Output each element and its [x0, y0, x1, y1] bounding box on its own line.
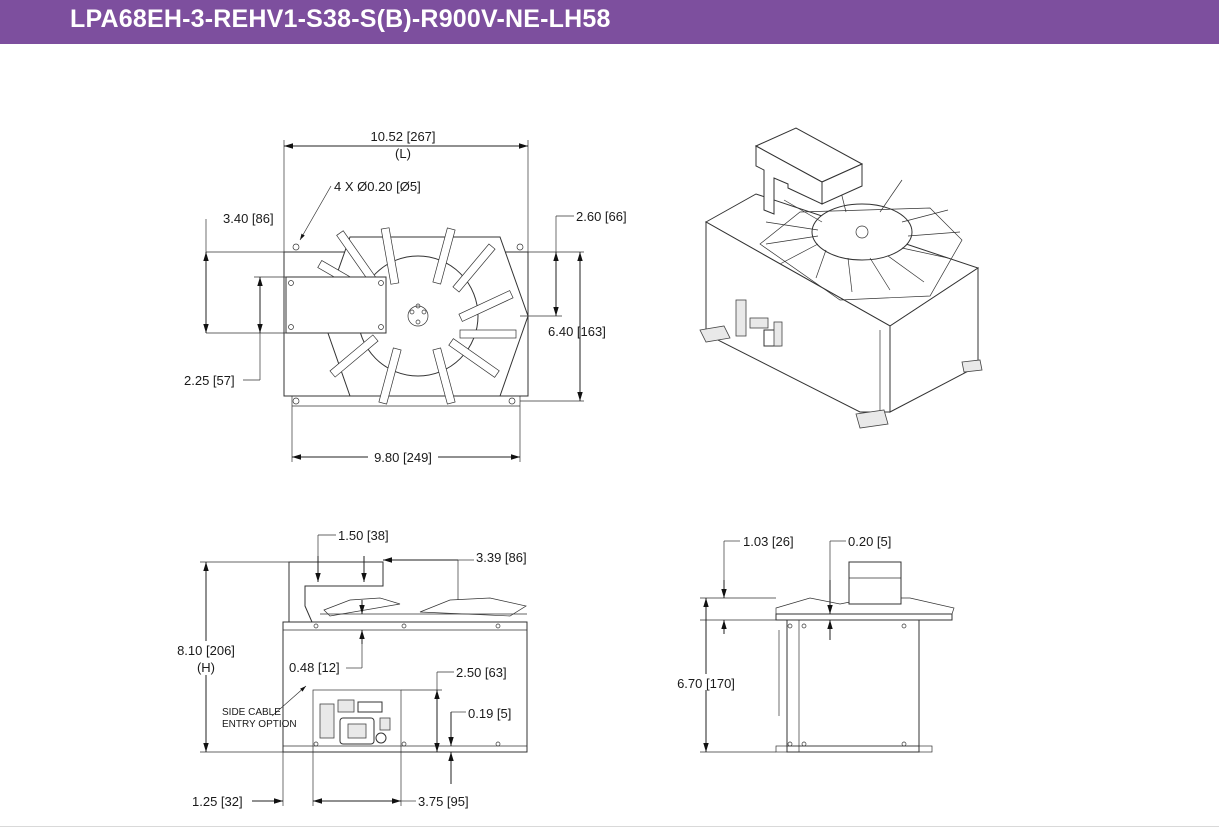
title-bar: LPA68EH-3-REHV1-S38-S(B)-R900V-NE-LH58 — [0, 0, 1219, 44]
side-cable-note-1: SIDE CABLE — [222, 707, 281, 718]
dim-plate: 0.20 [5] — [848, 534, 891, 549]
dim-height-tag: (H) — [197, 660, 215, 675]
dim-left-offset: 3.40 [86] — [223, 211, 274, 226]
dim-panel-width: 3.75 [95] — [418, 794, 469, 809]
side-cable-note-2: ENTRY OPTION — [222, 719, 297, 730]
dim-length-tag: (L) — [395, 146, 411, 161]
top-view: 10.52 [267] (L) 4 X Ø0.20 [Ø5] 3.40 [86]… — [184, 129, 627, 465]
side-view: 1.03 [26] 0.20 [5] 6.70 [170] — [672, 534, 955, 753]
side-view-body — [786, 619, 920, 753]
dim-panel-gap: 0.19 [5] — [468, 706, 511, 721]
dim-body-height: 6.70 [170] — [677, 676, 735, 691]
front-view: 1.50 [38] 3.39 [86] 8.10 [206] (H) 0.48 … — [172, 528, 528, 809]
iso-turntable — [811, 203, 913, 261]
dim-base-gap: 0.48 [12] — [289, 660, 340, 675]
dim-arm-width: 1.50 [38] — [338, 528, 389, 543]
dim-panel-height: 2.50 [63] — [456, 665, 507, 680]
footer-divider — [0, 826, 1219, 827]
dim-top-step: 1.03 [26] — [743, 534, 794, 549]
dim-left-margin: 1.25 [32] — [192, 794, 243, 809]
dim-holes: 4 X Ø0.20 [Ø5] — [334, 179, 421, 194]
dim-right-offset: 2.60 [66] — [576, 209, 627, 224]
page-title: LPA68EH-3-REHV1-S38-S(B)-R900V-NE-LH58 — [70, 5, 611, 33]
dim-arm-offset: 3.39 [86] — [476, 550, 527, 565]
dim-height: 8.10 [206] — [177, 643, 235, 658]
isometric-view — [699, 127, 983, 429]
dim-base-width: 9.80 [249] — [374, 450, 432, 465]
dim-box-height: 2.25 [57] — [184, 373, 235, 388]
dim-length: 10.52 [267] — [370, 129, 435, 144]
top-view-controller-box — [285, 276, 387, 334]
dim-depth: 6.40 [163] — [548, 324, 606, 339]
